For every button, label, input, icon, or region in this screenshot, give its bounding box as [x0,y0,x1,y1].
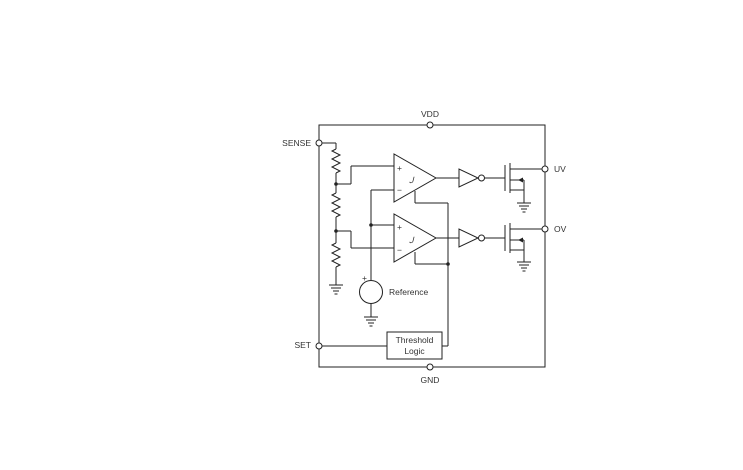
pin-label-ov: OV [554,224,567,234]
threshold-logic-line2: Logic [404,346,425,356]
pin-label-uv: UV [554,164,566,174]
package-outline [318,124,546,368]
threshold-logic-line1: Threshold [396,335,434,345]
pin-vdd [426,121,434,129]
pin-sense [315,139,323,147]
comparator-uv: + − Ｊ [336,153,449,264]
uv-buffer [458,168,480,188]
ov-output-stage [436,223,545,272]
pin-label-sense: SENSE [282,138,311,148]
pin-uv [541,165,549,173]
uv-output-stage [436,163,545,213]
comparator-uv-plus: + [397,163,402,173]
pin-label-vdd: VDD [421,109,439,119]
reference-label: Reference [389,287,428,297]
pin-ov [541,225,549,233]
threshold-logic-block: Threshold Logic [319,331,443,360]
comparator-uv-minus: − [397,185,402,195]
resistor-ladder [319,142,343,295]
reference-source: + Reference [359,190,428,327]
pin-gnd [426,363,434,371]
comparator-ov: + − Ｊ [336,213,450,347]
pin-label-set: SET [294,340,311,350]
uv-inverter-bubble [478,174,485,182]
comparator-ov-plus: + [397,222,402,232]
pin-set [315,342,323,350]
ov-inverter-bubble [478,234,485,242]
ov-buffer [458,228,480,248]
pin-label-gnd: GND [421,375,440,385]
comparator-uv-hysteresis: Ｊ [407,175,416,185]
comparator-ov-hysteresis: Ｊ [407,235,416,245]
reference-plus: + [362,273,367,283]
comparator-ov-minus: − [397,245,402,255]
